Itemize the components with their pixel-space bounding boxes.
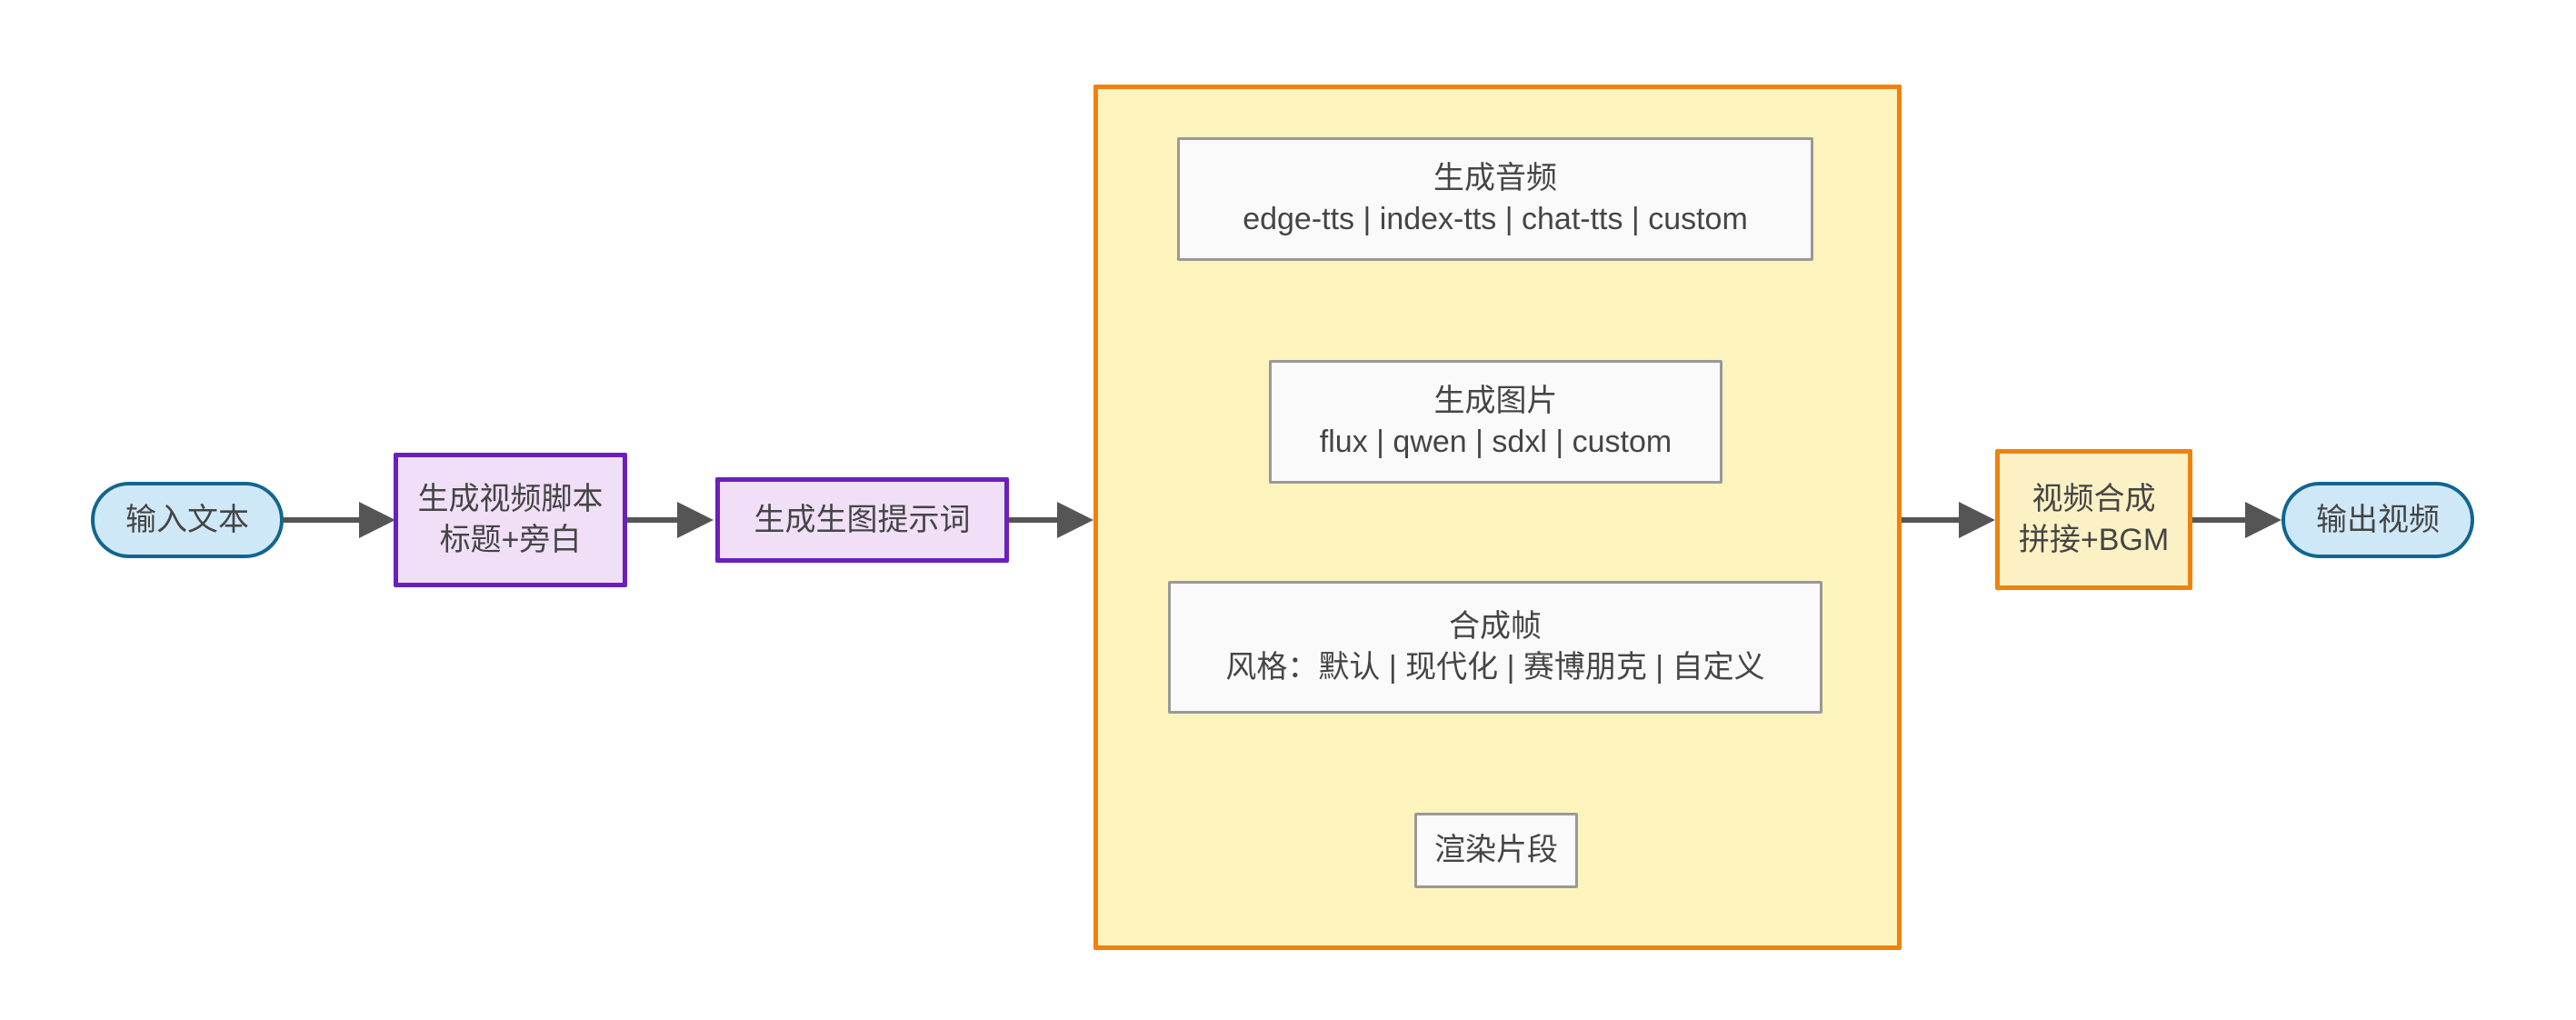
node-video-merge-line2: 拼接+BGM <box>2018 522 2170 557</box>
node-gen-image-line1: 生成图片 <box>1433 384 1558 419</box>
node-render-clip[interactable]: 渲染片段 <box>1414 813 1578 888</box>
edge-merge-to-output <box>2192 502 2281 538</box>
node-gen-script-line1: 生成视频脚本 <box>417 482 604 517</box>
node-gen-audio-line2: edge-tts | index-tts | chat-tts | custom <box>1243 202 1748 236</box>
node-compose-frame-line2: 风格：默认 | 现代化 | 赛博朋克 | 自定义 <box>1225 650 1765 685</box>
node-gen-script-line2: 标题+旁白 <box>439 523 582 557</box>
node-gen-audio-line1: 生成音频 <box>1433 161 1557 196</box>
node-gen-audio[interactable]: 生成音频 edge-tts | index-tts | chat-tts | c… <box>1177 137 1813 261</box>
node-gen-image[interactable]: 生成图片 flux | qwen | sdxl | custom <box>1269 360 1722 484</box>
node-gen-prompt[interactable]: 生成生图提示词 <box>715 477 1009 563</box>
node-output-video-label: 输出视频 <box>2316 502 2440 537</box>
node-render-clip-label: 渲染片段 <box>1434 833 1558 868</box>
node-compose-frame[interactable]: 合成帧 风格：默认 | 现代化 | 赛博朋克 | 自定义 <box>1168 581 1822 714</box>
node-input-text[interactable]: 输入文本 <box>91 482 284 558</box>
node-gen-script[interactable]: 生成视频脚本 标题+旁白 <box>394 453 627 587</box>
node-video-merge[interactable]: 视频合成 拼接+BGM <box>1995 449 2192 590</box>
edge-input-to-script <box>284 502 395 538</box>
node-compose-frame-line1: 合成帧 <box>1449 609 1542 645</box>
node-video-merge-line1: 视频合成 <box>2032 481 2156 516</box>
node-gen-image-line2: flux | qwen | sdxl | custom <box>1319 425 1672 459</box>
edge-pipeline-to-merge <box>1902 502 1995 538</box>
node-output-video[interactable]: 输出视频 <box>2281 482 2474 558</box>
node-input-text-label: 输入文本 <box>125 502 249 537</box>
edge-script-to-prompt <box>627 502 714 538</box>
edge-prompt-to-pipeline <box>1009 502 1093 538</box>
node-gen-prompt-label: 生成生图提示词 <box>754 502 971 537</box>
